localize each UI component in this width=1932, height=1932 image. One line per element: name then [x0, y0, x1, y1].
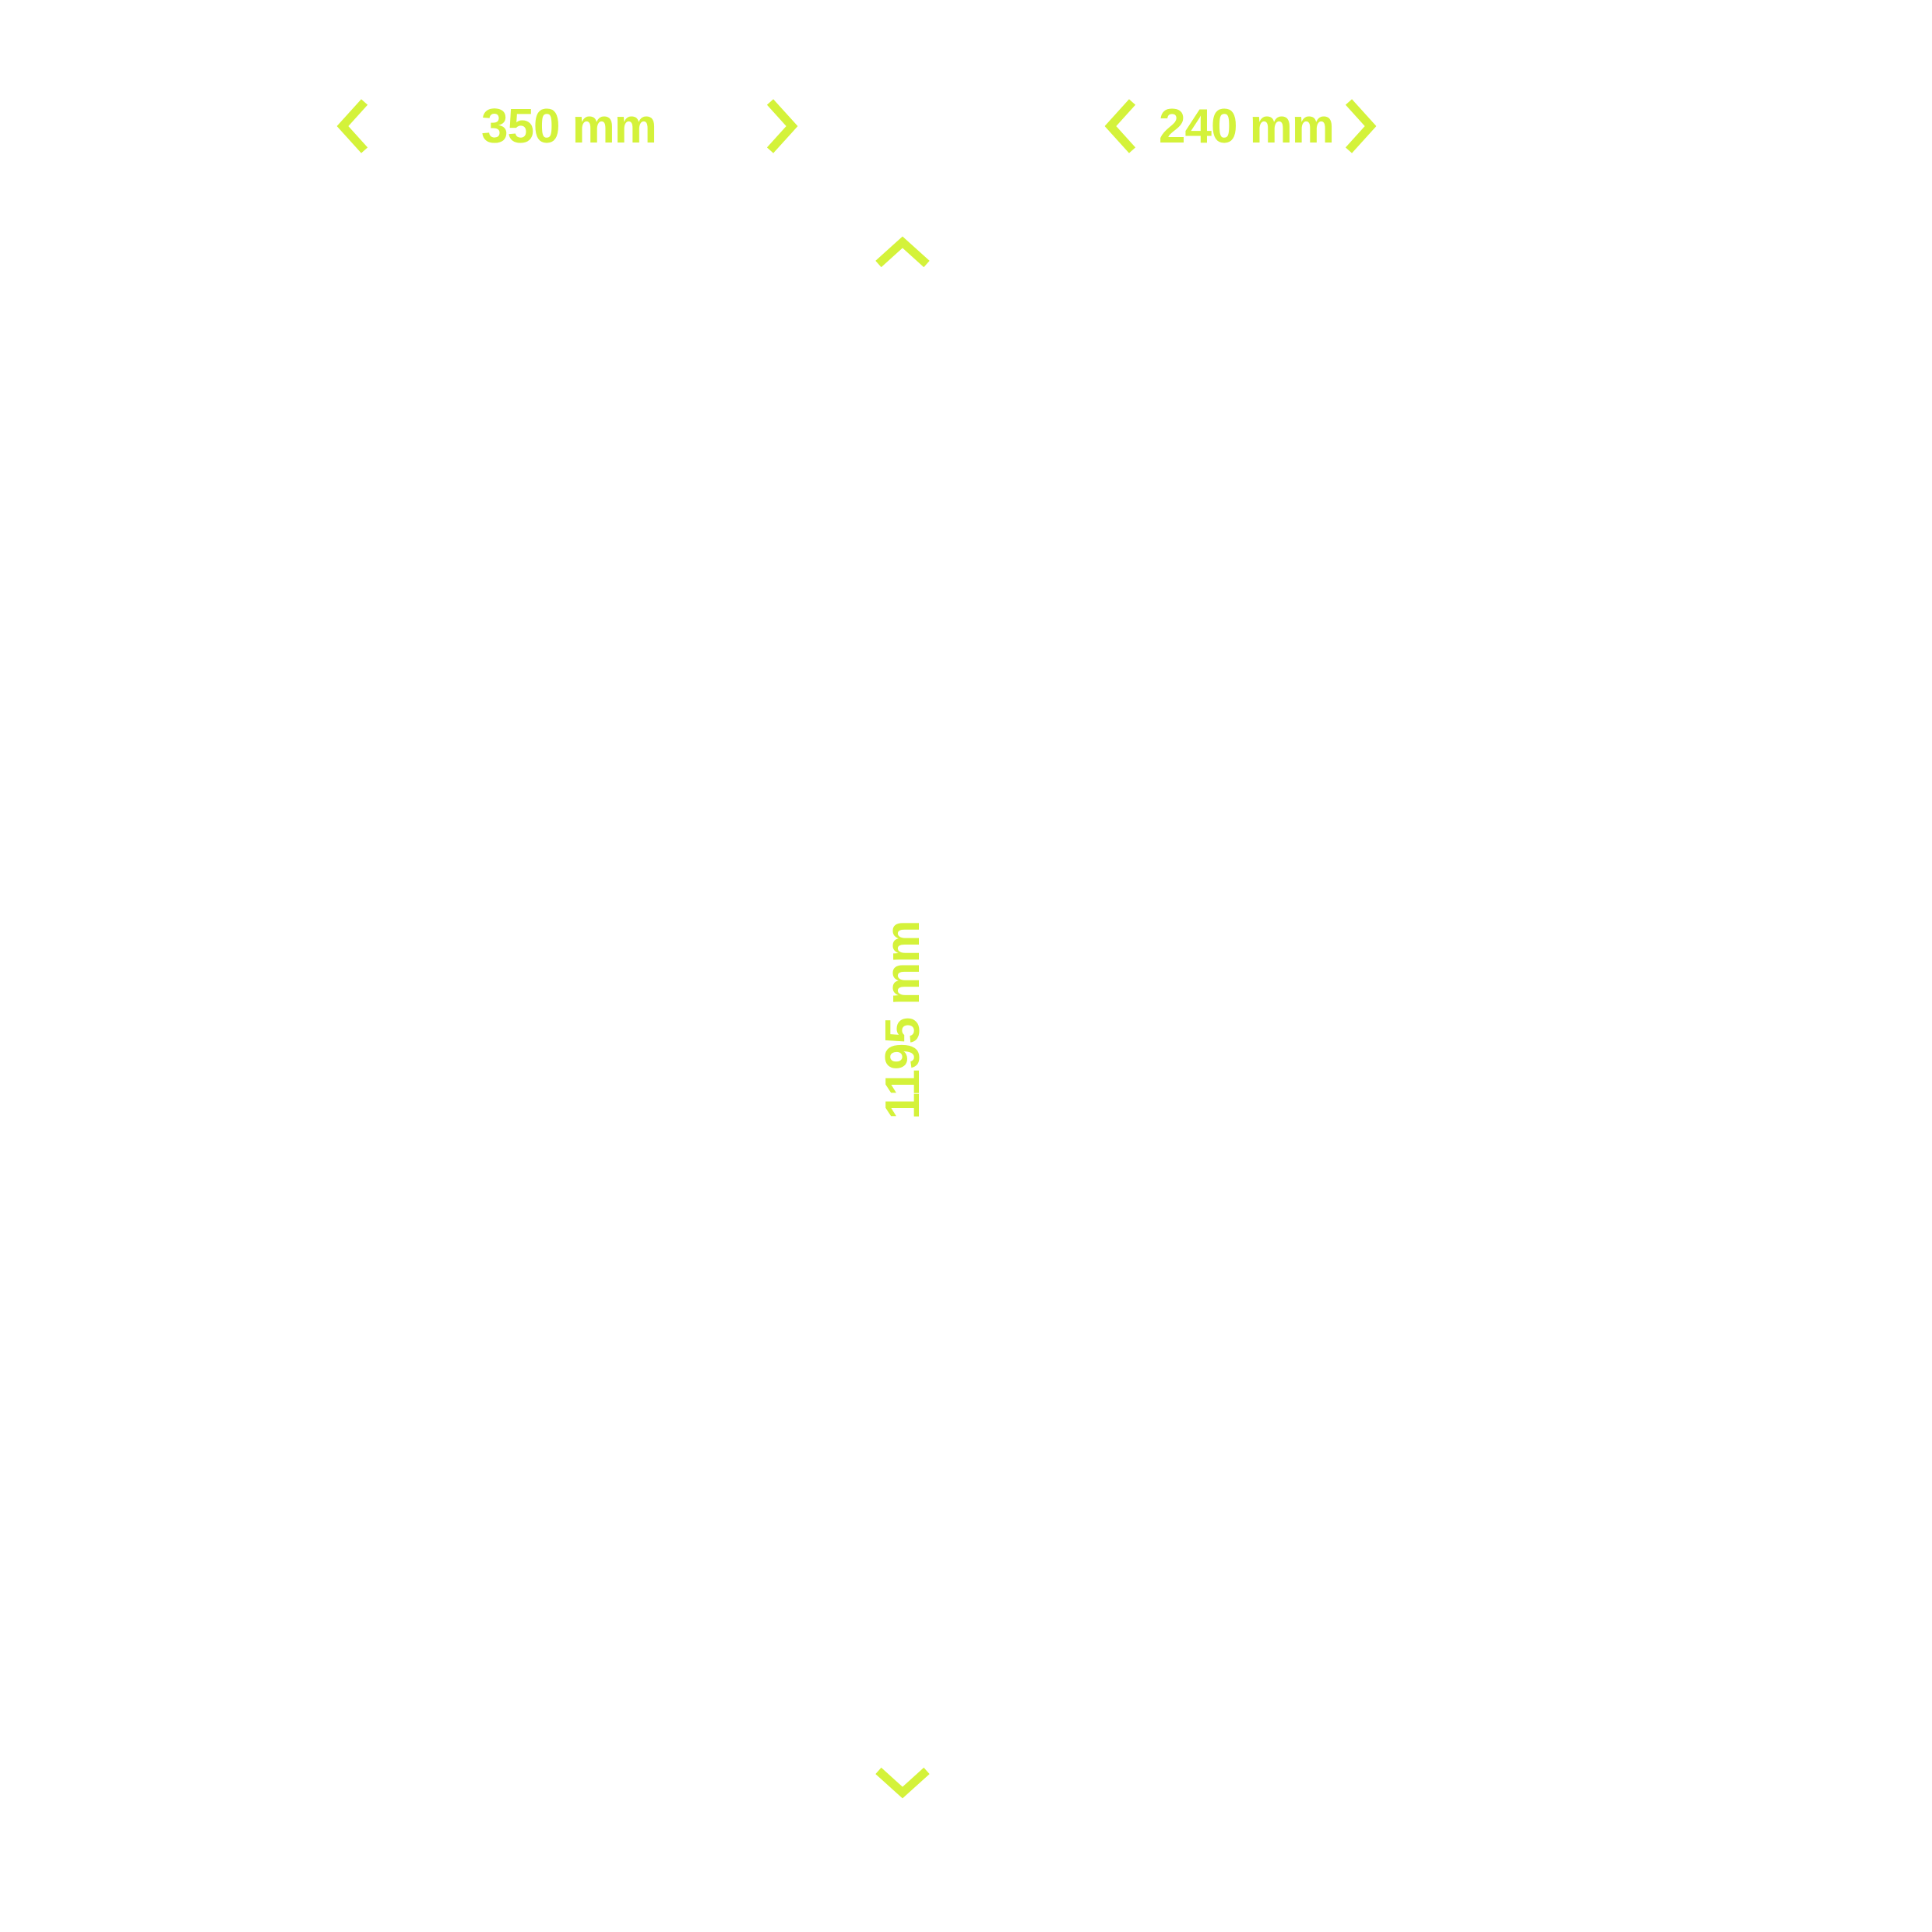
width-label: 350 mm — [481, 100, 657, 153]
chevron-right-icon — [766, 99, 798, 153]
height-label: 1195 mm — [876, 920, 930, 1120]
chevron-left-icon — [336, 99, 368, 153]
depth-label: 240 mm — [1159, 100, 1335, 153]
chevron-up-icon — [875, 236, 930, 268]
chevron-down-icon — [875, 1767, 930, 1799]
chevron-left-icon — [1104, 99, 1136, 153]
chevron-right-icon — [1345, 99, 1377, 153]
